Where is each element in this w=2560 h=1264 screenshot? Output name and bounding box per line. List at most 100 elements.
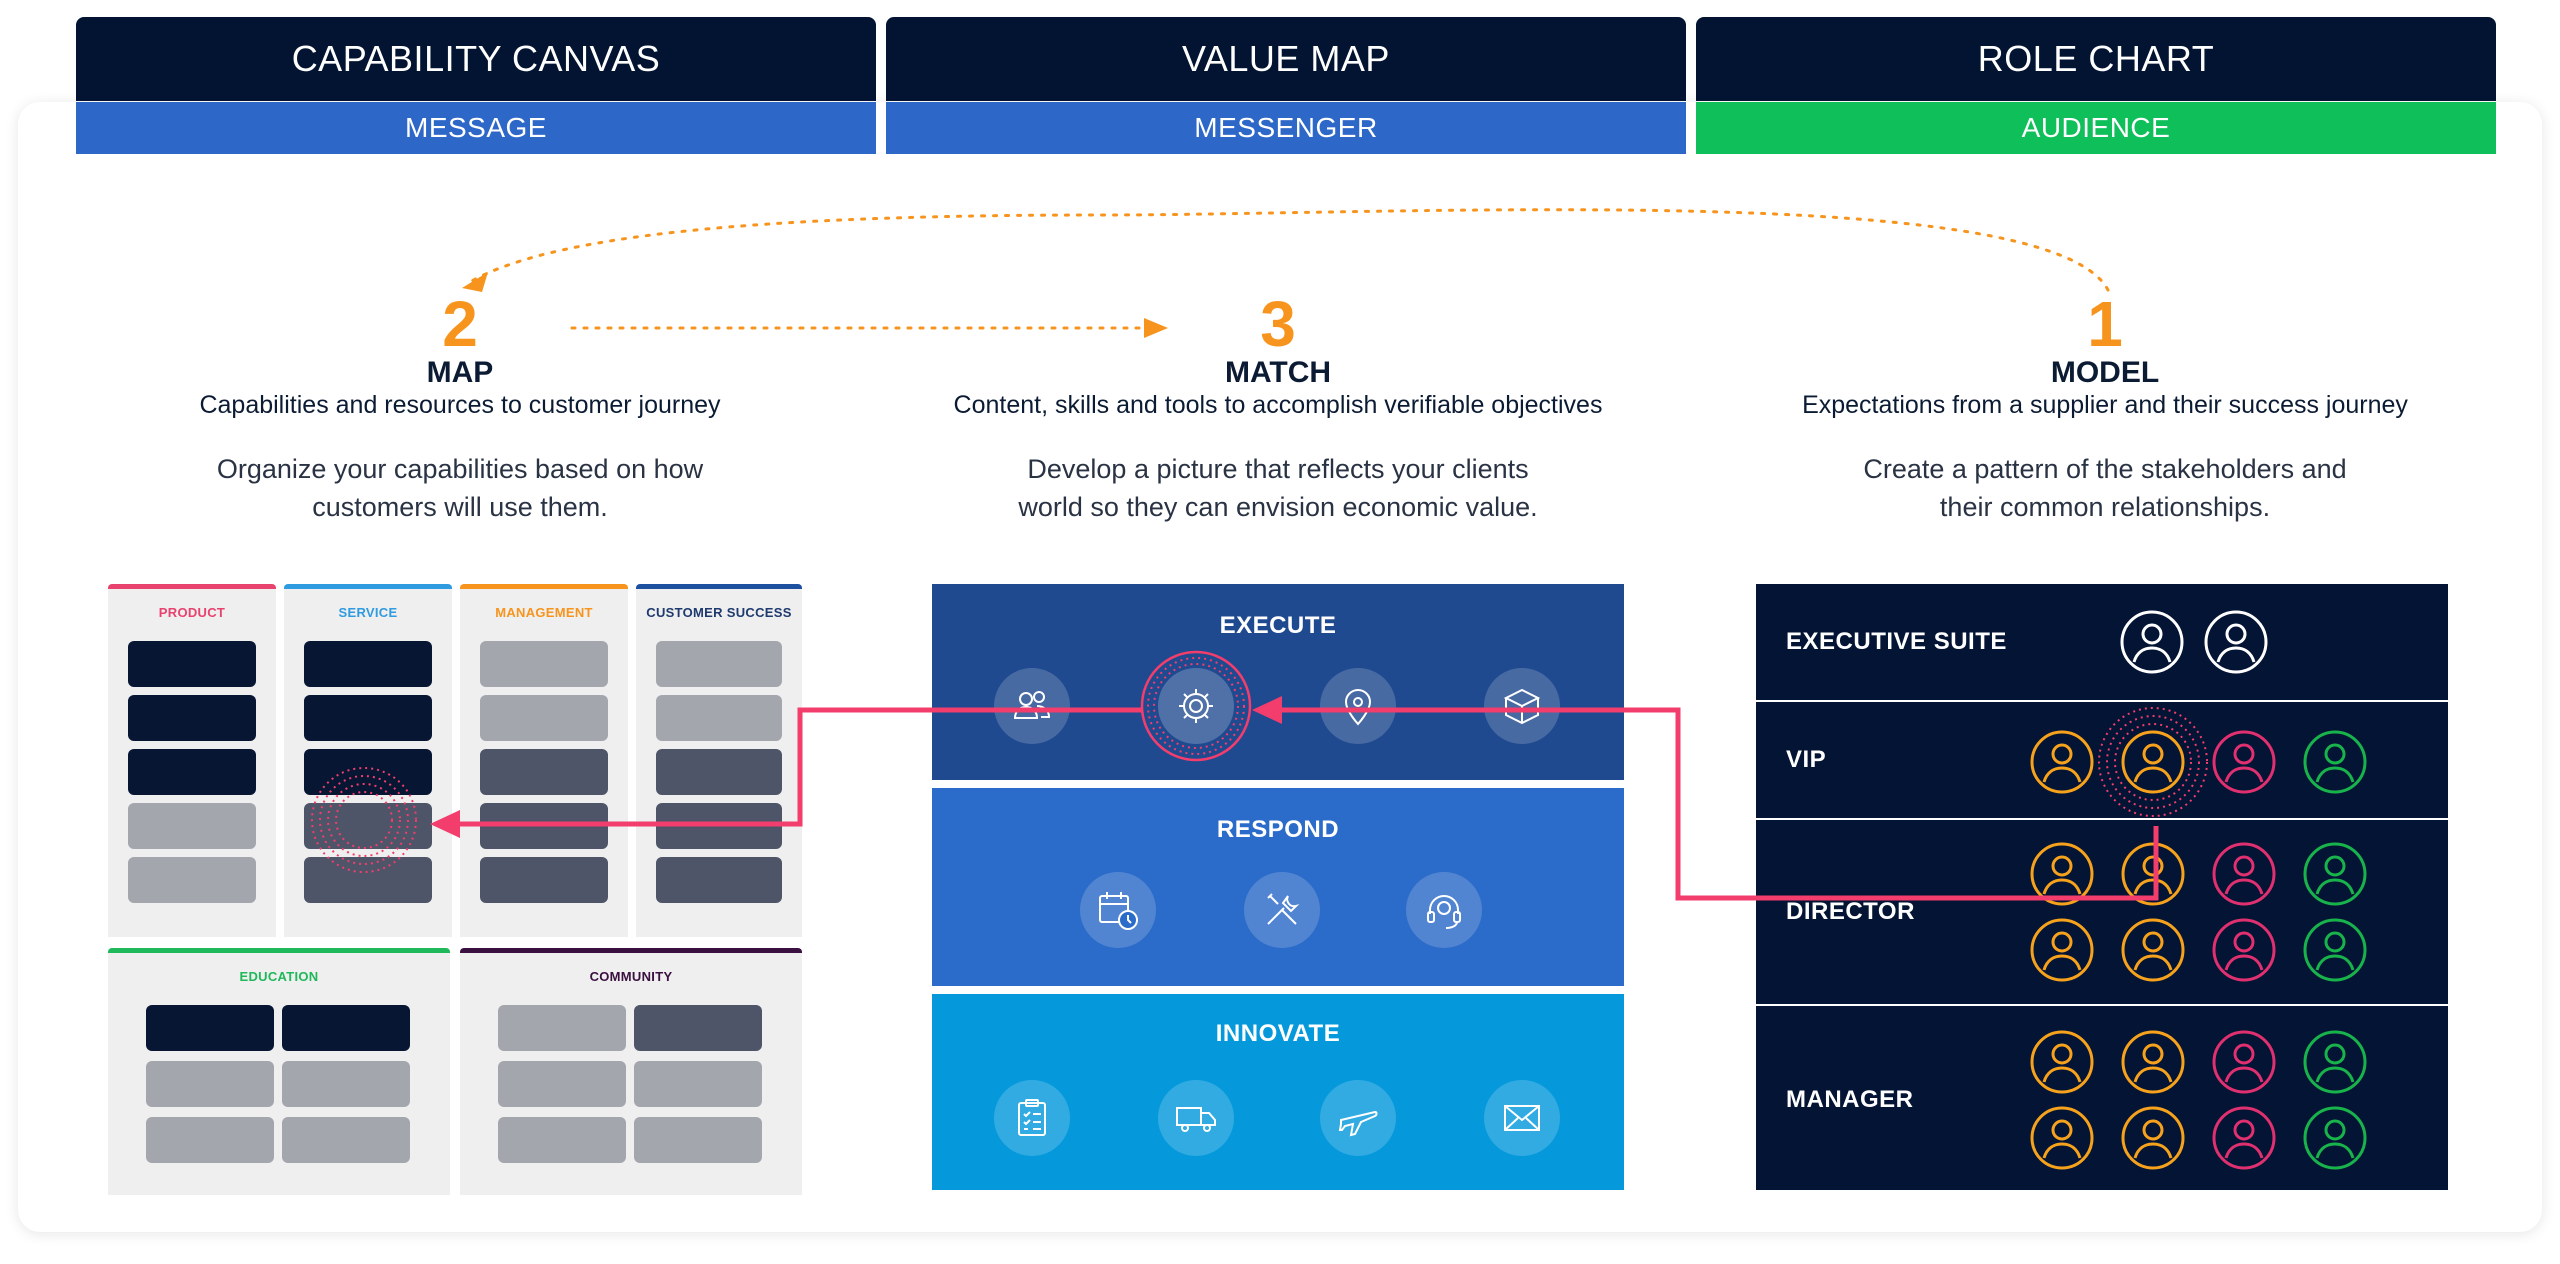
capability-block (304, 857, 432, 903)
capability-block (480, 695, 608, 741)
role-label: MANAGER (1786, 1086, 1914, 1113)
connector-arrowhead (430, 810, 460, 838)
capability-block (634, 1005, 762, 1051)
step-title: MATCH (1224, 356, 1332, 389)
truck-icon (1158, 1080, 1234, 1156)
calendar-clock-icon (1080, 872, 1156, 948)
band-title: RESPOND (1216, 816, 1340, 843)
step-title: MAP (426, 356, 494, 389)
header-value-map: VALUE MAP (886, 17, 1686, 101)
capability-block (128, 695, 256, 741)
step-subtitle: Content, skills and tools to accomplish … (953, 391, 1603, 419)
capability-block (128, 857, 256, 903)
capability-block (480, 641, 608, 687)
band-title: EXECUTE (1219, 612, 1337, 639)
step-description-line: Create a pattern of the stakeholders and (1863, 454, 2347, 484)
capability-block (656, 695, 782, 741)
band-respond: RESPOND (932, 788, 1624, 986)
panel-label: MANAGEMENT (495, 605, 593, 620)
role-label: DIRECTOR (1786, 898, 1915, 925)
capability-block (634, 1117, 762, 1163)
capability-block (128, 641, 256, 687)
connector-line-role-to-value (1272, 707, 2159, 901)
capability-block (282, 1005, 410, 1051)
panel-label: CUSTOMER SUCCESS (646, 605, 792, 620)
checklist-icon (994, 1080, 1070, 1156)
capability-block (480, 749, 608, 795)
step-match: 3 MATCH Content, skills and tools to acc… (878, 292, 1678, 526)
panel-label: COMMUNITY (589, 969, 673, 984)
step-description-line: world so they can envision economic valu… (1018, 492, 1538, 522)
capability-block (282, 1117, 410, 1163)
airplane-icon (1320, 1080, 1396, 1156)
capability-block (146, 1061, 274, 1107)
header-role-chart: ROLE CHART (1696, 17, 2496, 101)
headset-icon (1406, 872, 1482, 948)
role-vip: VIP (1756, 702, 2448, 818)
step-number: 2 (442, 288, 478, 360)
panel-education: EDUCATION (108, 948, 450, 1195)
capability-block (498, 1061, 626, 1107)
tools-icon (1244, 872, 1320, 948)
highlight-ring-gear (1140, 650, 1252, 762)
capability-block (656, 641, 782, 687)
capability-block (304, 641, 432, 687)
highlight-ring-service (311, 767, 417, 873)
people-icon (994, 668, 1070, 744)
panel-label: PRODUCT (158, 605, 226, 620)
capability-block (634, 1061, 762, 1107)
capability-block (480, 857, 608, 903)
panel-product: PRODUCT (108, 584, 276, 937)
capability-block (146, 1117, 274, 1163)
step-description: Develop a picture that reflects your cli… (878, 450, 1678, 526)
step-description-line: their common relationships. (1939, 492, 2271, 522)
highlight-ring-vip (2098, 707, 2208, 817)
role-manager: MANAGER (1756, 1006, 2448, 1190)
step-subtitle: Capabilities and resources to customer j… (199, 391, 721, 419)
band-innovate: INNOVATE (932, 994, 1624, 1190)
step-description-line: Organize your capabilities based on how (216, 454, 704, 484)
connector-line-value-to-capability (450, 707, 1142, 827)
band-title: INNOVATE (1215, 1020, 1341, 1047)
band-execute: EXECUTE (932, 584, 1624, 780)
capability-block (498, 1117, 626, 1163)
step-subtitle: Expectations from a supplier and their s… (1802, 391, 2408, 419)
step-map: 2 MAP Capabilities and resources to cust… (100, 292, 820, 526)
step-number: 1 (2087, 288, 2123, 360)
step-description-line: Develop a picture that reflects your cli… (1027, 454, 1529, 484)
panel-label: SERVICE (338, 605, 398, 620)
capability-block (498, 1005, 626, 1051)
capability-block (146, 1005, 274, 1051)
subheader-message: MESSAGE (76, 102, 876, 154)
capability-block (304, 749, 432, 795)
capability-block (656, 857, 782, 903)
location-pin-icon (1320, 668, 1396, 744)
capability-block (656, 749, 782, 795)
panel-management: MANAGEMENT (460, 584, 628, 937)
step-description-line: customers will use them. (312, 492, 608, 522)
step-number: 3 (1260, 288, 1296, 360)
role-label: VIP (1786, 746, 1827, 773)
gear-icon (1158, 668, 1234, 744)
arrow-head-map (462, 272, 488, 292)
envelope-icon (1484, 1080, 1560, 1156)
panel-customer-success: CUSTOMER SUCCESS (636, 584, 802, 937)
subheader-audience: AUDIENCE (1696, 102, 2496, 154)
role-label: EXECUTIVE SUITE (1786, 628, 2007, 655)
panel-community: COMMUNITY (460, 948, 802, 1195)
step-title: MODEL (2050, 356, 2160, 389)
arrow-model-to-map (468, 208, 2110, 292)
panel-label: EDUCATION (239, 969, 319, 984)
subheader-messenger: MESSENGER (886, 102, 1686, 154)
step-description: Organize your capabilities based on how … (100, 450, 820, 526)
connector-arrowhead (1252, 696, 1282, 724)
capability-block (128, 749, 256, 795)
step-description: Create a pattern of the stakeholders and… (1700, 450, 2510, 526)
step-model: 1 MODEL Expectations from a supplier and… (1700, 292, 2510, 526)
capability-block (128, 803, 256, 849)
capability-block (304, 695, 432, 741)
role-executive-suite: EXECUTIVE SUITE (1756, 584, 2448, 700)
capability-block (282, 1061, 410, 1107)
